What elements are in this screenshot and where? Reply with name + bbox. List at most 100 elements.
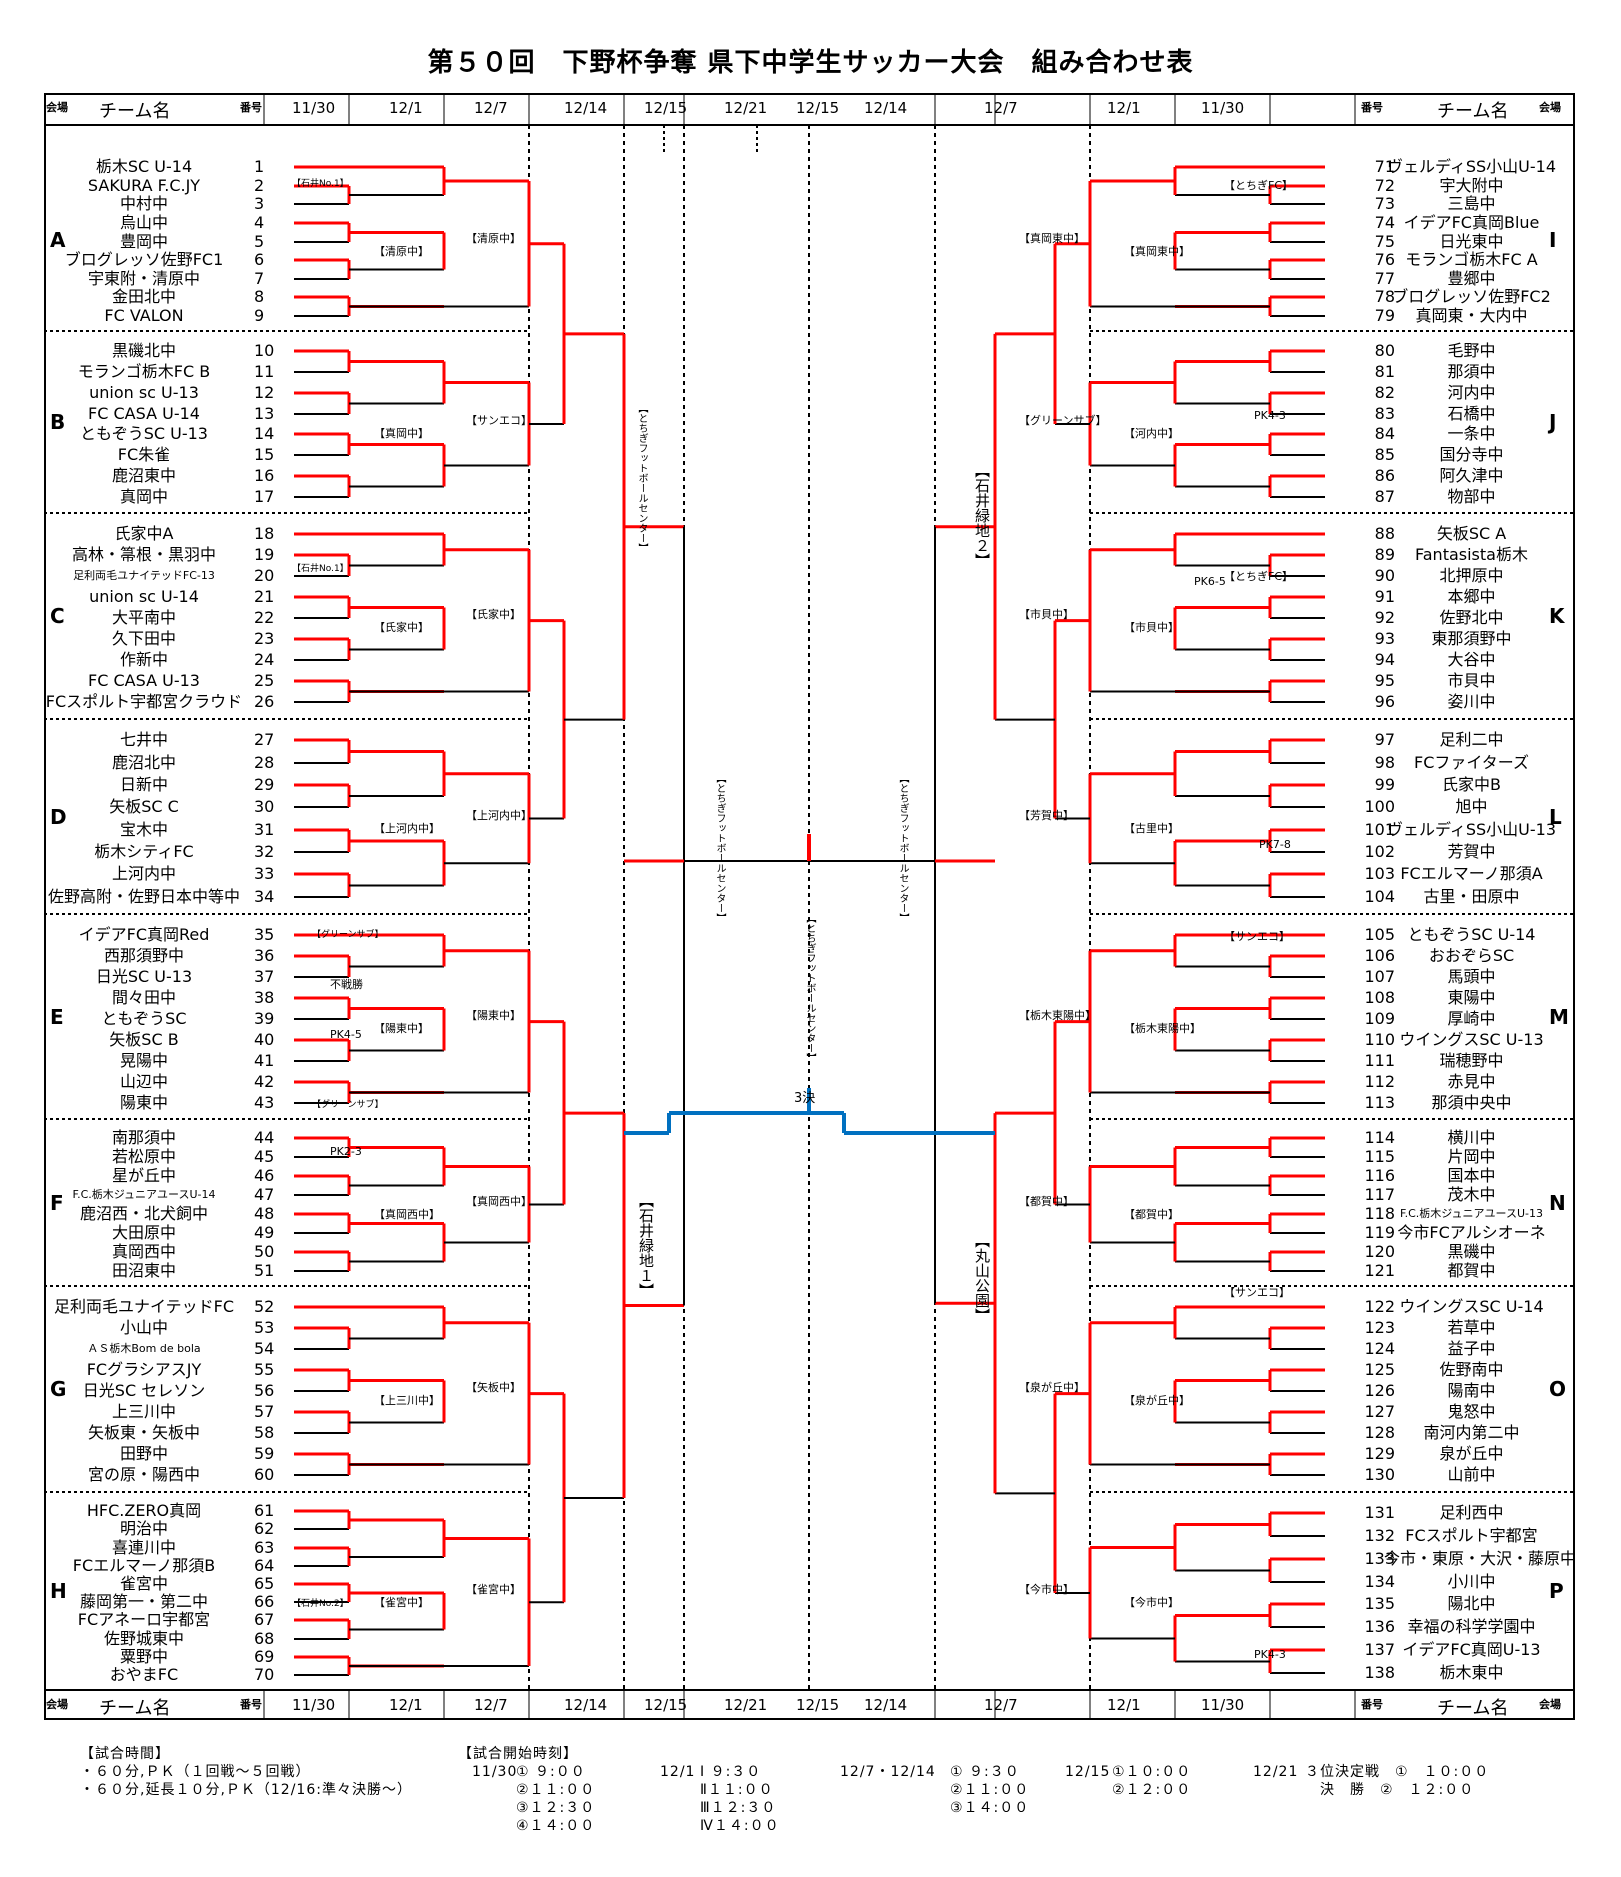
team-no-right-77: 77 bbox=[1374, 269, 1395, 288]
venue-right-r3-6: 【都賀中】 bbox=[1019, 1194, 1074, 1208]
team-right-67: イデアFC真岡U-13 bbox=[1402, 1640, 1541, 1659]
team-no-right-135: 135 bbox=[1364, 1594, 1395, 1613]
team-right-2: 宇大附中 bbox=[1439, 176, 1504, 195]
team-no-left-30: 30 bbox=[254, 797, 275, 816]
team-left-20: 足利両毛ユナイテッドFC-13 bbox=[73, 569, 215, 582]
team-no-right-75: 75 bbox=[1374, 232, 1395, 251]
team-right-42: 赤見中 bbox=[1447, 1072, 1496, 1091]
team-no-right-96: 96 bbox=[1374, 692, 1395, 711]
block-label-G: G bbox=[50, 1377, 67, 1401]
team-right-5: 日光東中 bbox=[1439, 232, 1504, 251]
team-left-56: 日光SC セレソン bbox=[82, 1381, 206, 1400]
team-no-right-74: 74 bbox=[1374, 213, 1395, 232]
venue-left-r2-7: 【上三川中】 bbox=[374, 1394, 440, 1407]
time-title: 【試合時間】 bbox=[80, 1746, 170, 1762]
team-no-right-94: 94 bbox=[1374, 650, 1395, 669]
time-rule-2: ・６０分,延長１０分,ＰＫ（12/16:準々決勝～） bbox=[80, 1782, 412, 1798]
team-left-42: 山辺中 bbox=[119, 1072, 168, 1091]
venue-left-r3-4: 【上河内中】 bbox=[466, 808, 532, 822]
team-no-right-92: 92 bbox=[1374, 608, 1395, 627]
team-left-27: 七井中 bbox=[119, 730, 168, 749]
header-team-right-top: チーム名 bbox=[1437, 101, 1509, 122]
team-no-left-11: 11 bbox=[254, 362, 275, 381]
start-5-1: ３位決定戦 ① １０:００ bbox=[1305, 1764, 1490, 1780]
team-no-left-5: 5 bbox=[254, 232, 265, 251]
start-2-4: Ⅳ１４:００ bbox=[700, 1818, 780, 1834]
team-no-left-58: 58 bbox=[254, 1423, 275, 1442]
team-left-41: 晃陽中 bbox=[119, 1051, 168, 1070]
team-right-33: FCエルマーノ那須A bbox=[1400, 864, 1543, 883]
team-no-right-108: 108 bbox=[1364, 988, 1395, 1007]
venue-right-r3-2: 【グリーンサブ】 bbox=[1019, 414, 1107, 427]
team-no-left-1: 1 bbox=[254, 157, 265, 176]
team-right-65: 陽北中 bbox=[1447, 1594, 1496, 1613]
team-left-14: ともぞうSC U-13 bbox=[80, 424, 208, 443]
block-label-B: B bbox=[50, 410, 66, 434]
team-no-left-54: 54 bbox=[254, 1339, 275, 1358]
team-no-left-42: 42 bbox=[254, 1072, 275, 1091]
team-no-left-62: 62 bbox=[254, 1519, 275, 1538]
team-no-right-73: 73 bbox=[1374, 194, 1395, 213]
team-no-left-21: 21 bbox=[254, 587, 275, 606]
team-no-left-53: 53 bbox=[254, 1318, 275, 1337]
team-no-right-97: 97 bbox=[1374, 730, 1395, 749]
team-left-57: 上三川中 bbox=[111, 1402, 176, 1421]
team-no-right-87: 87 bbox=[1374, 487, 1395, 506]
team-no-right-123: 123 bbox=[1364, 1318, 1395, 1337]
team-right-66: 幸福の科学学園中 bbox=[1407, 1617, 1536, 1636]
team-no-right-138: 138 bbox=[1364, 1663, 1395, 1682]
team-right-1: ヴェルディSS小山U-14 bbox=[1386, 157, 1557, 176]
team-no-right-78: 78 bbox=[1374, 287, 1395, 306]
header-no-left-top: 番号 bbox=[240, 101, 262, 114]
team-no-left-57: 57 bbox=[254, 1402, 275, 1421]
venue-right-r1-3: 【サンエコ】 bbox=[1224, 930, 1290, 943]
team-no-left-32: 32 bbox=[254, 842, 275, 861]
team-left-5: 豊岡中 bbox=[119, 232, 168, 251]
header-venue-right-top: 会場 bbox=[1539, 101, 1561, 114]
header-d4-left-top: 12/14 bbox=[564, 99, 608, 117]
team-no-left-66: 66 bbox=[254, 1592, 275, 1611]
header-d2-right-bottom: 12/1 bbox=[1107, 1696, 1141, 1714]
team-no-left-39: 39 bbox=[254, 1009, 275, 1028]
team-right-54: 益子中 bbox=[1447, 1339, 1496, 1358]
team-no-right-115: 115 bbox=[1364, 1147, 1395, 1166]
team-no-left-19: 19 bbox=[254, 545, 275, 564]
team-no-right-90: 90 bbox=[1374, 566, 1395, 585]
team-left-31: 宝木中 bbox=[119, 820, 168, 839]
team-no-right-104: 104 bbox=[1364, 887, 1395, 906]
team-no-left-34: 34 bbox=[254, 887, 275, 906]
team-no-left-69: 69 bbox=[254, 1647, 275, 1666]
team-right-15: 国分寺中 bbox=[1439, 445, 1504, 464]
team-left-21: union sc U-14 bbox=[89, 587, 199, 606]
team-right-51: 都賀中 bbox=[1447, 1261, 1496, 1280]
team-left-62: 明治中 bbox=[119, 1519, 168, 1538]
start-3-1: ① ９:３０ bbox=[950, 1764, 1020, 1780]
team-no-right-107: 107 bbox=[1364, 967, 1395, 986]
team-right-44: 横川中 bbox=[1447, 1128, 1496, 1147]
start-date-4: 12/15 bbox=[1065, 1764, 1111, 1780]
header-team-left-bottom: チーム名 bbox=[99, 1698, 171, 1719]
venue-left-r2-4: 【上河内中】 bbox=[374, 821, 440, 835]
header-no-right-top: 番号 bbox=[1361, 101, 1383, 114]
team-left-25: FC CASA U-13 bbox=[88, 671, 200, 690]
venue-final: 【とちぎフットボールセンター】 bbox=[804, 913, 815, 1063]
team-left-26: FCスポルト宇都宮クラウド bbox=[45, 692, 243, 711]
team-right-46: 国本中 bbox=[1447, 1166, 1496, 1185]
venue-left-r2-1: 【清原中】 bbox=[374, 244, 429, 258]
header-d1-left-top: 11/30 bbox=[292, 99, 336, 117]
venue-right-r1-2: 【とちぎFC】 bbox=[1224, 570, 1294, 583]
venue-left-r1-4: 【グリーンサブ】 bbox=[312, 1100, 384, 1110]
header-d4-right-top: 12/14 bbox=[864, 99, 908, 117]
team-no-right-132: 132 bbox=[1364, 1526, 1395, 1545]
team-no-right-110: 110 bbox=[1364, 1030, 1395, 1049]
team-right-32: 芳賀中 bbox=[1447, 842, 1496, 861]
team-left-37: 日光SC U-13 bbox=[95, 967, 193, 986]
venue-right-r2-1: 【真岡東中】 bbox=[1124, 244, 1190, 258]
venue-left-r3-5: 【陽東中】 bbox=[466, 1008, 521, 1022]
venue-left-r2-3: 【氏家中】 bbox=[374, 621, 429, 634]
team-left-28: 鹿沼北中 bbox=[111, 753, 176, 772]
team-left-60: 宮の原・陽西中 bbox=[87, 1465, 200, 1484]
team-no-right-117: 117 bbox=[1364, 1185, 1395, 1204]
team-right-7: 豊郷中 bbox=[1447, 269, 1496, 288]
header-venue-left-bottom: 会場 bbox=[46, 1698, 68, 1711]
